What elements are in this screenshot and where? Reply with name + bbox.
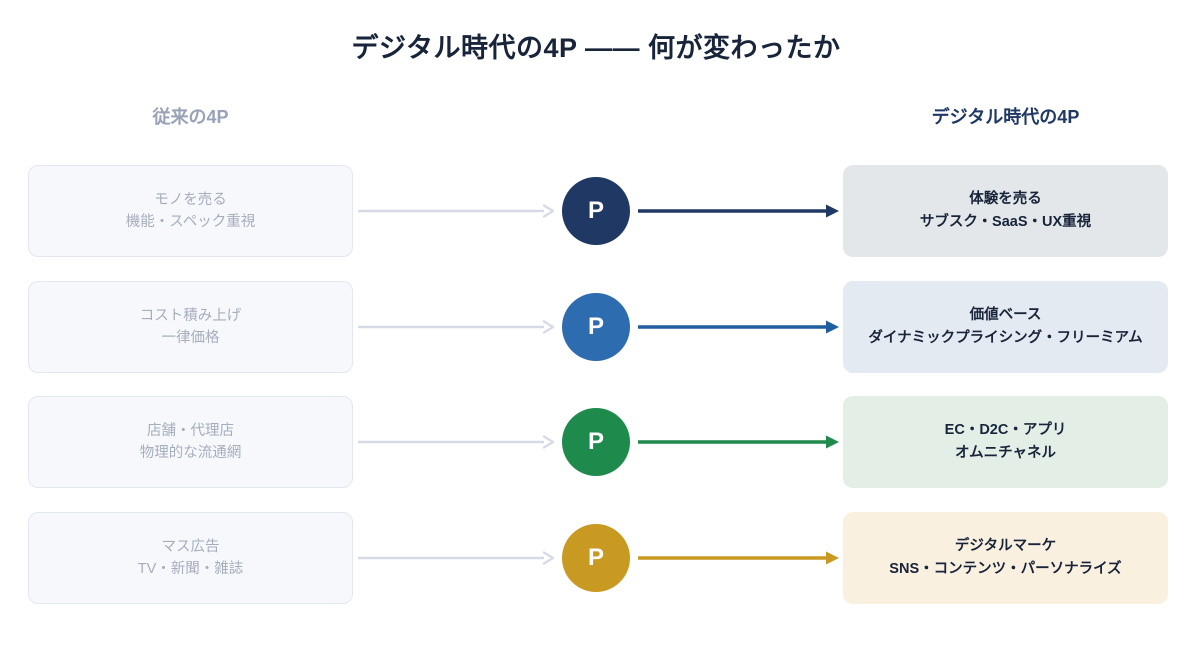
p-node-label: P xyxy=(587,428,604,455)
transition-arrow-colored xyxy=(638,319,840,335)
p-node-price: P xyxy=(562,293,630,361)
transition-arrow-gray xyxy=(358,203,555,219)
transition-arrow-colored xyxy=(638,550,840,566)
legacy-card-line1: コスト積み上げ xyxy=(139,307,242,324)
legacy-card: コスト積み上げ 一律価格 xyxy=(28,281,353,373)
diagram-row: マス広告 TV・新聞・雑誌 P デジタルマーケ SNS・コンテンツ・パーソナライ… xyxy=(0,512,1192,604)
diagram-row: コスト積み上げ 一律価格 P 価値ベース ダイナミックプライシング・フリーミアム xyxy=(0,281,1192,373)
transition-arrow-gray xyxy=(358,434,555,450)
p-node-place: P xyxy=(562,408,630,476)
legacy-card-line1: マス広告 xyxy=(161,538,220,555)
digital-card-line2: サブスク・SaaS・UX重視 xyxy=(919,214,1092,230)
digital-card-line1: 体験を売る xyxy=(969,190,1042,207)
diagram-row: モノを売る 機能・スペック重視 P 体験を売る サブスク・SaaS・UX重視 xyxy=(0,165,1192,257)
p-node-promotion: P xyxy=(562,524,630,592)
transition-arrow-gray xyxy=(358,550,555,566)
legacy-card: マス広告 TV・新聞・雑誌 xyxy=(28,512,353,604)
p-node-label: P xyxy=(587,197,604,224)
legacy-card-line1: 店舗・代理店 xyxy=(147,422,234,439)
digital-card: デジタルマーケ SNS・コンテンツ・パーソナライズ xyxy=(843,512,1168,604)
p-node-product: P xyxy=(562,177,630,245)
column-header-legacy: 従来の4P xyxy=(152,107,229,127)
legacy-card-line1: モノを売る xyxy=(154,191,227,208)
digital-card-line1: EC・D2C・アプリ xyxy=(944,421,1067,438)
legacy-card-line2: TV・新聞・雑誌 xyxy=(137,561,244,577)
legacy-card-line2: 機能・スペック重視 xyxy=(125,214,256,230)
page-title: デジタル時代の4P —— 何が変わったか xyxy=(351,33,841,63)
digital-card: 体験を売る サブスク・SaaS・UX重視 xyxy=(843,165,1168,257)
legacy-card-line2: 物理的な流通網 xyxy=(139,445,242,461)
legacy-card: モノを売る 機能・スペック重視 xyxy=(28,165,353,257)
column-header-digital: デジタル時代の4P xyxy=(931,107,1080,127)
transition-arrow-gray xyxy=(358,319,555,335)
legacy-card: 店舗・代理店 物理的な流通網 xyxy=(28,396,353,488)
digital-card-line1: デジタルマーケ xyxy=(954,537,1057,554)
transition-arrow-colored xyxy=(638,434,840,450)
digital-card: 価値ベース ダイナミックプライシング・フリーミアム xyxy=(843,281,1168,373)
transition-arrow-colored xyxy=(638,203,840,219)
p-node-label: P xyxy=(587,313,604,340)
diagram-row: 店舗・代理店 物理的な流通網 P EC・D2C・アプリ オムニチャネル xyxy=(0,396,1192,488)
legacy-card-line2: 一律価格 xyxy=(161,330,220,346)
digital-card-line1: 価値ベース xyxy=(969,306,1042,323)
digital-card-line2: オムニチャネル xyxy=(955,445,1056,461)
digital-card-line2: ダイナミックプライシング・フリーミアム xyxy=(868,330,1143,346)
p-node-label: P xyxy=(587,544,604,571)
digital-card-line2: SNS・コンテンツ・パーソナライズ xyxy=(889,561,1122,577)
digital-card: EC・D2C・アプリ オムニチャネル xyxy=(843,396,1168,488)
